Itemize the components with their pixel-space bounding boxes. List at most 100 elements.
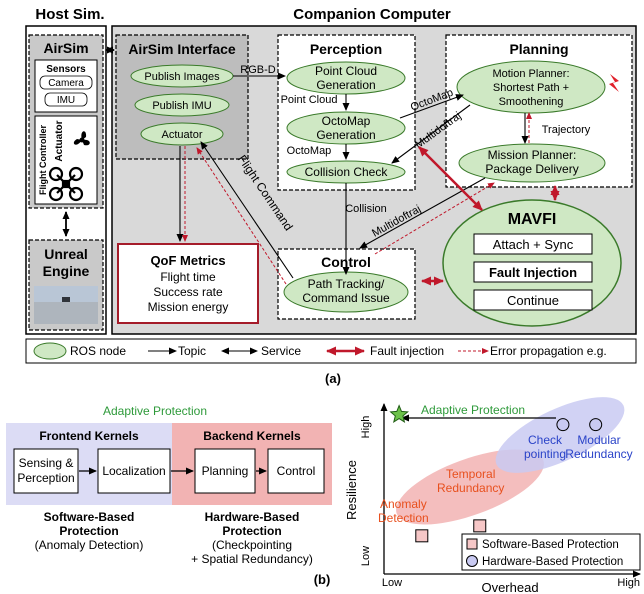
hw-line3: (Checkpointing <box>212 538 292 552</box>
collision-label: Collision <box>345 203 387 215</box>
legend-fault-label: Fault injection <box>370 344 444 358</box>
temporal-annotation-2: Redundancy <box>437 481 504 495</box>
legend-software-label: Software-Based Protection <box>482 539 619 551</box>
sensing-line2: Perception <box>17 471 74 485</box>
check-annotation-1: Check <box>528 433 563 447</box>
localization-label: Localization <box>102 464 165 478</box>
collision-check-label: Collision Check <box>305 165 389 179</box>
point-temporal-redundancy <box>473 519 487 533</box>
temporal-annotation-1: Temporal <box>446 467 495 481</box>
companion-computer-title: Companion Computer <box>293 6 451 23</box>
octomap-gen-line2: Generation <box>316 128 375 142</box>
qof-title: QoF Metrics <box>150 253 225 268</box>
legend-service-label: Service <box>261 344 301 358</box>
attach-sync-label: Attach + Sync <box>493 237 574 252</box>
adaptive-protection-heading: Adaptive Protection <box>103 404 207 418</box>
publish-imu-node <box>134 93 230 117</box>
anomaly-annotation-1: Anomaly <box>380 497 427 511</box>
hw-line4: + Spatial Redundancy) <box>191 552 313 566</box>
publish-images-label: Publish Images <box>144 71 220 83</box>
hw-line1: Hardware-Based <box>205 510 300 524</box>
legend-ros-node-swatch <box>33 342 67 360</box>
hw-line2: Protection <box>222 524 281 538</box>
legend-hardware-marker <box>466 555 478 567</box>
unreal-scene-image <box>34 286 98 324</box>
modular-annotation-1: Modular <box>577 433 620 447</box>
continue-label: Continue <box>507 293 559 308</box>
y-tick-low: Low <box>360 546 372 566</box>
fault-injection-box <box>473 261 593 283</box>
unreal-line1: Unreal <box>44 246 88 262</box>
camera-label: Camera <box>48 78 84 89</box>
sensing-perception-box <box>13 448 79 494</box>
point-modular-redundancy <box>589 418 603 432</box>
legend-hardware-label: Hardware-Based Protection <box>482 556 623 568</box>
motion-line3: Smoothening <box>499 96 564 108</box>
frontend-kernels-label: Frontend Kernels <box>39 429 139 443</box>
point-anomaly-detection <box>415 529 429 543</box>
localization-box <box>97 448 171 494</box>
actuator-node <box>140 122 224 146</box>
actuator-rot-label: Actuator <box>54 120 65 161</box>
trajectory-label: Trajectory <box>542 124 591 136</box>
resilience-overhead-chart: High Low Resilience Low High Overhead Ad… <box>344 397 641 594</box>
point-checkpointing <box>556 418 570 432</box>
planning-kernel-box <box>194 448 256 494</box>
x-tick-high: High <box>617 577 640 589</box>
octomap-gen-line1: OctoMap <box>322 114 371 128</box>
chart-legend <box>461 533 641 571</box>
anomaly-annotation-2: Detection <box>378 511 429 525</box>
caption-b: (b) <box>314 572 331 587</box>
pc-gen-line2: Generation <box>316 78 375 92</box>
fault-injection-label: Fault Injection <box>489 265 577 280</box>
y-axis-label: Resilience <box>344 460 359 520</box>
check-annotation-2: pointing <box>524 447 566 461</box>
control-kernel-box <box>267 448 325 494</box>
sensing-line1: Sensing & <box>19 456 74 470</box>
sensors-title: Sensors <box>46 64 86 75</box>
legend-error-label: Error propagation e.g. <box>490 344 607 358</box>
point-cloud-label: Point Cloud <box>281 94 338 106</box>
octomap-label-2: OctoMap <box>287 145 332 157</box>
backend-kernels-label: Backend Kernels <box>203 429 301 443</box>
attach-sync-box <box>473 233 593 255</box>
motion-line1: Motion Planner: <box>492 68 569 80</box>
drone-icon <box>48 166 84 202</box>
airsim-title: AirSim <box>43 40 88 56</box>
qof-line2: Success rate <box>153 285 223 299</box>
fan-icon <box>73 131 90 146</box>
mavfi-title: MAVFI <box>508 211 557 228</box>
host-sim-title: Host Sim. <box>35 6 104 23</box>
path-line2: Command Issue <box>302 291 390 305</box>
qof-line3: Mission energy <box>148 300 229 314</box>
adaptive-annotation: Adaptive Protection <box>421 403 525 417</box>
qof-line1: Flight time <box>160 270 216 284</box>
path-line1: Path Tracking/ <box>308 277 385 291</box>
actuator-node-label: Actuator <box>162 129 203 141</box>
flight-controller-label: Flight Controller <box>38 125 48 195</box>
star-icon-adaptive-protection <box>389 404 409 423</box>
sw-line2: Protection <box>59 524 118 538</box>
imu-chip <box>44 92 88 107</box>
sw-line3: (Anomaly Detection) <box>35 538 144 552</box>
chart-points <box>389 404 603 543</box>
y-tick-high: High <box>360 416 372 439</box>
continue-box <box>473 289 593 311</box>
imu-label: IMU <box>57 95 75 106</box>
motion-line2: Shortest Path + <box>493 82 569 94</box>
planning-kernel-label: Planning <box>202 464 249 478</box>
qof-metrics-box <box>117 243 259 324</box>
x-tick-low: Low <box>382 577 402 589</box>
modular-annotation-2: Redundancy <box>565 447 632 461</box>
control-kernel-label: Control <box>277 464 316 478</box>
unreal-line2: Engine <box>43 263 90 279</box>
flight-command-arrow <box>200 141 294 279</box>
mission-line1: Mission Planner: <box>488 148 577 162</box>
hardware-protection-region <box>495 397 625 473</box>
perception-fault-injection-arrow <box>418 146 483 211</box>
octomap-to-motion-arrow <box>399 94 464 119</box>
planning-title: Planning <box>509 41 568 57</box>
sw-line1: Software-Based <box>44 510 135 524</box>
caption-a: (a) <box>325 371 341 386</box>
